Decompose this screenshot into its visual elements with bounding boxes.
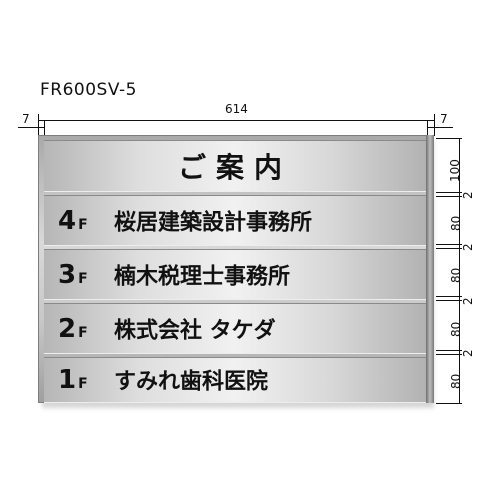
height-tick	[436, 300, 462, 301]
gap-label: 2	[461, 297, 475, 305]
height-tick	[436, 350, 462, 351]
sign-side-frame	[426, 135, 434, 403]
margin-ext-right	[427, 120, 428, 136]
height-tick	[436, 403, 462, 404]
height-dimension-line	[459, 138, 460, 403]
height-label: 80	[449, 267, 463, 283]
tenant-name: 楠木税理士事務所	[114, 263, 291, 289]
width-dimension-line	[38, 120, 434, 121]
tenant-name: 桜居建築設計事務所	[114, 209, 313, 235]
tenant-name: すみれ歯科医院	[114, 369, 269, 395]
height-label: 100	[448, 159, 462, 182]
model-number: FR600SV-5	[40, 80, 137, 100]
tenant-name: 株式会社 タケダ	[114, 317, 276, 343]
total-width-label: 614	[225, 102, 248, 116]
height-tick	[436, 244, 462, 245]
right-margin-label: 7	[440, 112, 448, 126]
height-label: 80	[449, 321, 463, 337]
margin-ext-left	[44, 120, 45, 136]
gap-label: 2	[461, 191, 475, 199]
height-tick	[436, 138, 462, 139]
gap-label: 2	[461, 243, 475, 251]
height-tick	[436, 248, 462, 249]
right-margin-line	[427, 127, 453, 128]
width-ext-left	[38, 114, 39, 136]
gap-label: 2	[461, 349, 475, 357]
height-tick	[436, 192, 462, 193]
left-margin-label: 7	[22, 112, 30, 126]
height-label: 80	[449, 373, 463, 389]
left-margin-line	[18, 127, 44, 128]
width-ext-right	[434, 114, 435, 136]
sign-title: ご案内	[177, 151, 292, 184]
height-tick	[436, 354, 462, 355]
title-plate: ご案内	[44, 140, 426, 192]
height-label: 80	[449, 215, 463, 231]
height-tick	[436, 196, 462, 197]
height-tick	[436, 296, 462, 297]
